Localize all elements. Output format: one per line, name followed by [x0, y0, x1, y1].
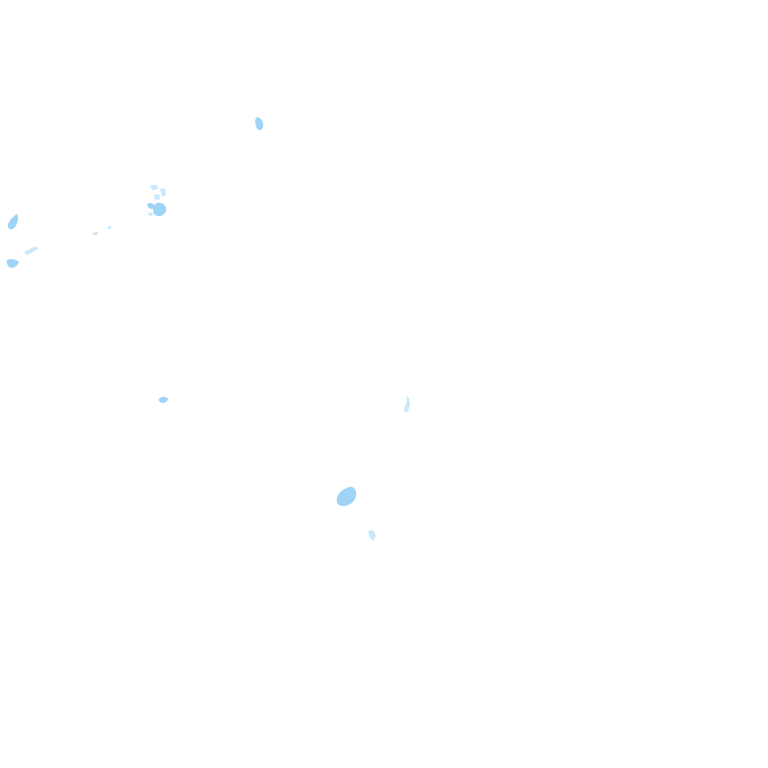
- pond-cluster: [147, 185, 167, 217]
- water-body-west-upper: [7, 214, 19, 230]
- water-body-north: [255, 117, 264, 131]
- water-body-south-small: [368, 530, 376, 541]
- stream-center-east: [404, 396, 410, 413]
- water-body-south-lake: [336, 486, 357, 506]
- stream-west: [24, 246, 38, 255]
- water-body-west-lower: [6, 258, 20, 268]
- stream-dots: [92, 226, 111, 235]
- water-body-center-west: [158, 396, 168, 403]
